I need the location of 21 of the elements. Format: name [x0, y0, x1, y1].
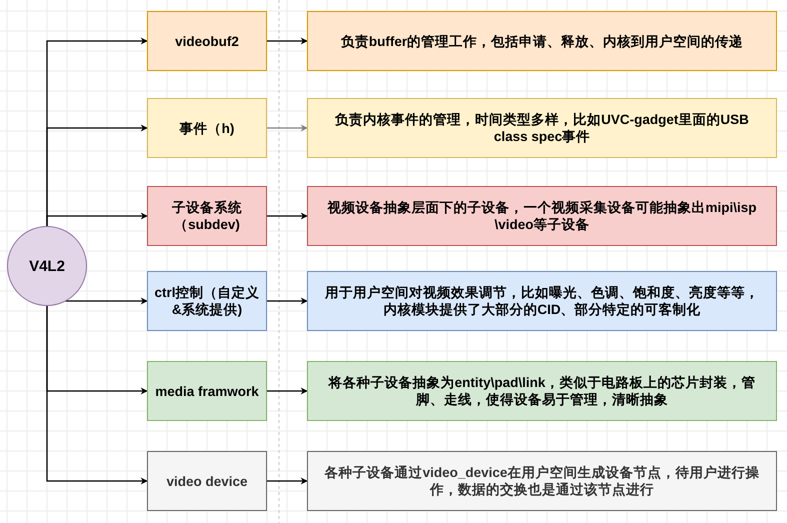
component-box: ctrl控制（自定义&系统提供): [147, 271, 267, 331]
description-box: 将各种子设备抽象为entity\pad\link，类似于电路板上的芯片封装，管脚、走线，使得设备易于管理，清晰抽象: [307, 361, 777, 421]
arrow: [267, 38, 308, 44]
component-box: videobuf2: [147, 11, 267, 71]
arrow: [46, 212, 148, 226]
description-box: 用于用户空间对视频效果调节，比如曝光、色调、饱和度、亮度等等，内核模块提供了大部分的CID、部分特定的可客制化: [307, 271, 777, 331]
arrow: [46, 306, 148, 484]
description-box: 负责内核事件的管理，时间类型多样，比如UVC-gadget里面的USB class spec事件: [307, 98, 777, 158]
component-box: 事件（h): [147, 98, 267, 158]
arrow: [267, 124, 308, 132]
arrow: [267, 212, 308, 220]
arrow: [267, 478, 308, 484]
component-box: 子设备系统（subdev): [147, 186, 267, 246]
component-box: media framwork: [147, 361, 267, 421]
arrow: [267, 388, 308, 394]
arrow: [267, 298, 308, 304]
description-box: 视频设备抽象层面下的子设备，一个视频采集设备可能抽象出mipi\isp \video等子设备: [307, 186, 777, 246]
description-box: 各种子设备通过video_device在用户空间生成设备节点，待用户进行操作，数据的交换也是通过该节点进行: [307, 451, 777, 511]
component-box: video device: [147, 451, 267, 511]
description-box: 负责buffer的管理工作，包括申请、释放、内核到用户空间的传递: [307, 11, 777, 71]
root-circle: V4L2: [7, 226, 87, 306]
